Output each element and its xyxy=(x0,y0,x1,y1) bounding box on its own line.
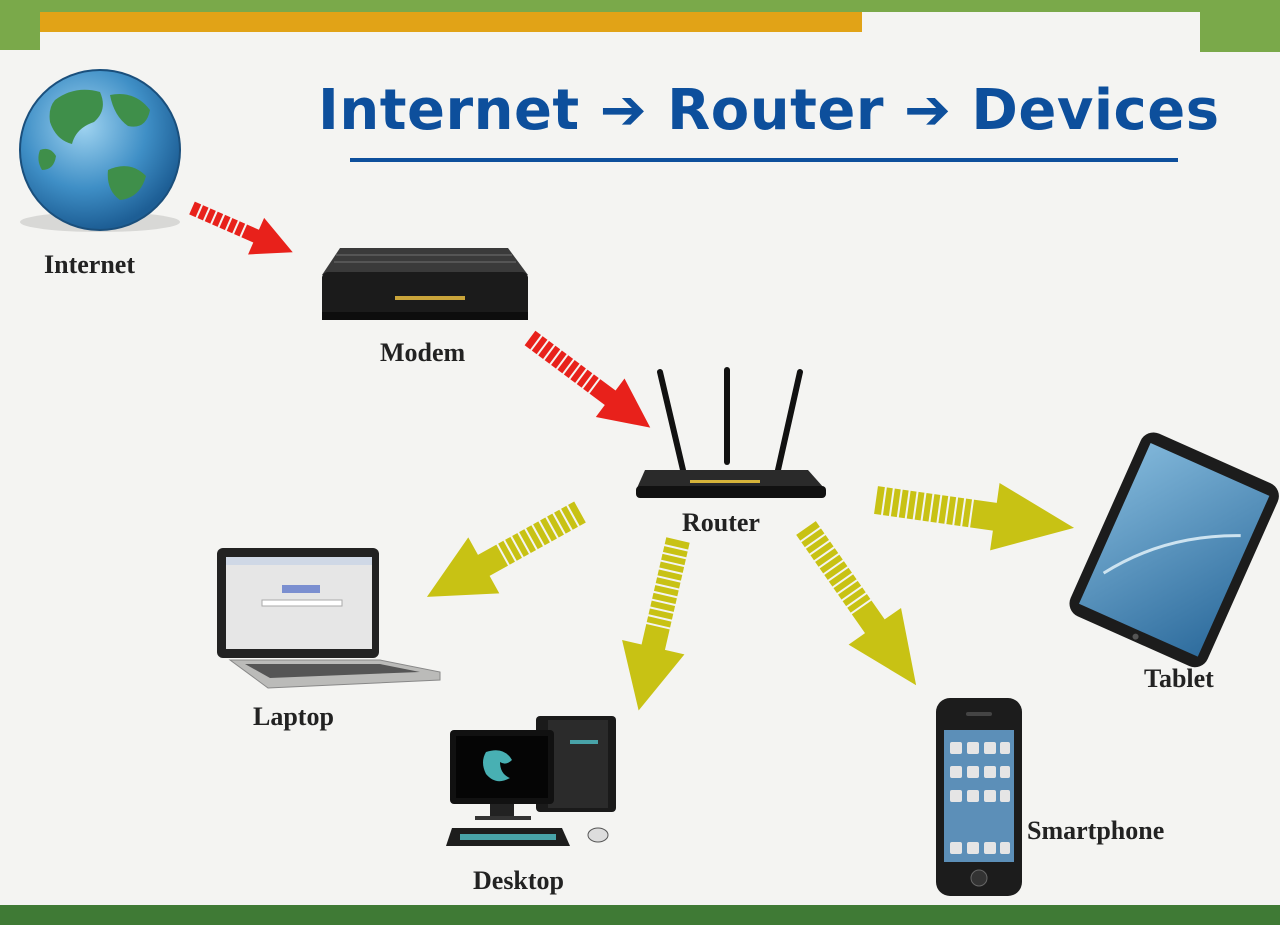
globe-icon xyxy=(19,69,181,232)
arrow-router-to-smartphone xyxy=(796,521,917,686)
modem-label: Modem xyxy=(380,338,466,367)
arrow-modem-to-router xyxy=(524,330,651,428)
router-label: Router xyxy=(682,508,760,537)
title-arrow-icon: ➔ xyxy=(903,78,952,143)
title-devices: Devices xyxy=(971,78,1220,143)
router-icon xyxy=(636,367,826,498)
arrow-router-to-desktop xyxy=(622,537,690,711)
arrow-router-to-tablet xyxy=(874,483,1075,551)
arrow-internet-to-modem xyxy=(189,201,293,255)
tablet-icon xyxy=(1069,432,1279,668)
modem-icon xyxy=(322,248,528,320)
desktop-label: Desktop xyxy=(473,866,565,895)
frame-bottom-bar xyxy=(0,905,1280,925)
title-router: Router xyxy=(667,78,884,143)
laptop-label: Laptop xyxy=(253,702,334,731)
laptop-icon xyxy=(217,548,441,689)
frame-top-bar xyxy=(0,0,1280,12)
desktop-icon xyxy=(446,716,616,846)
title-internet: Internet xyxy=(318,78,580,143)
frame-right-accent xyxy=(1200,12,1280,52)
frame-left-accent xyxy=(0,12,40,50)
internet-label: Internet xyxy=(44,250,135,279)
smartphone-label: Smartphone xyxy=(1027,816,1165,845)
tablet-label: Tablet xyxy=(1144,664,1214,693)
title-underline xyxy=(350,158,1178,162)
title-arrow-icon: ➔ xyxy=(599,78,648,143)
page-title: Internet ➔ Router ➔ Devices xyxy=(318,78,1220,143)
arrow-router-to-laptop xyxy=(426,501,586,597)
smartphone-icon xyxy=(936,698,1022,896)
frame-orange-bar xyxy=(0,12,862,32)
